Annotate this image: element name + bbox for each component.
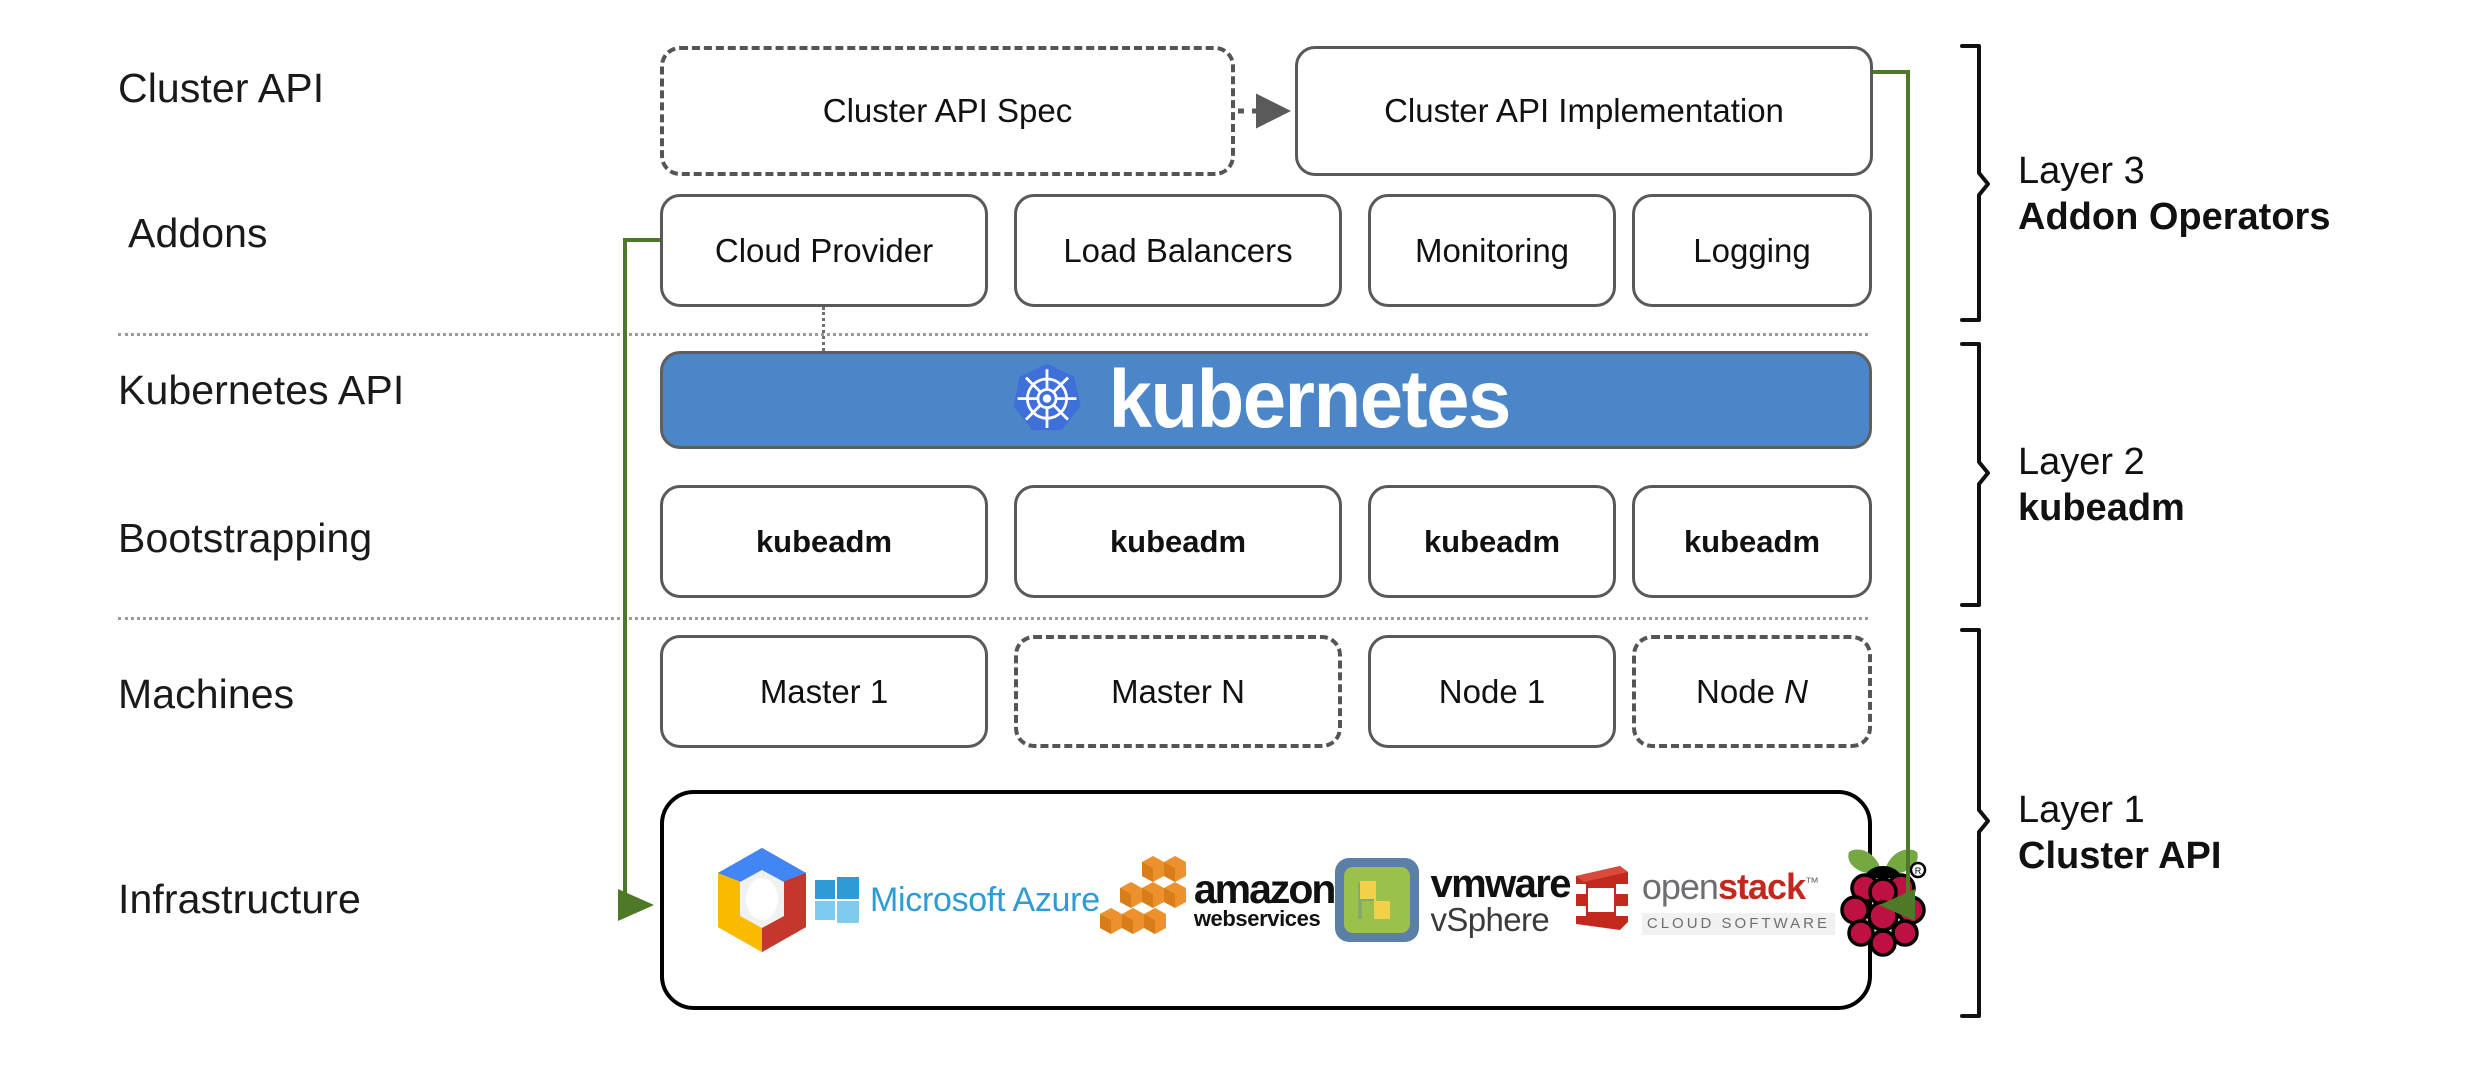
microsoft-azure-icon: Microsoft Azure: [814, 877, 1100, 923]
node-label: kubeadm: [1109, 523, 1247, 559]
node-label: Cluster API Implementation: [1384, 92, 1784, 130]
node-cloud-provider[interactable]: Cloud Provider: [660, 194, 988, 307]
node-kubeadm-4[interactable]: kubeadm: [1632, 485, 1872, 598]
openstack-open-label: open: [1641, 866, 1719, 908]
node-label: Node 1: [1438, 672, 1546, 710]
google-cloud-icon: [710, 844, 814, 956]
vmware-label: vmware: [1430, 861, 1571, 906]
node-logging[interactable]: Logging: [1632, 194, 1872, 307]
brace-layer-3: [1960, 44, 1990, 322]
svg-text:R: R: [1915, 866, 1922, 876]
node-label: Cloud Provider: [714, 231, 934, 269]
arrow-implementation-to-infrastructure: [1873, 70, 1915, 921]
kubernetes-banner[interactable]: kubernetes: [660, 351, 1872, 449]
node-cluster-api-spec[interactable]: Cluster API Spec: [660, 46, 1235, 176]
layer-2-line2: kubeadm: [2018, 487, 2185, 530]
node-label: Load Balancers: [1063, 231, 1293, 269]
layer-1-line2: Cluster API: [2018, 835, 2222, 878]
openstack-stack-label: stack: [1717, 866, 1806, 908]
node-master-1[interactable]: Master 1: [660, 635, 988, 748]
node-label: Monitoring: [1414, 231, 1570, 269]
node-label: kubeadm: [1683, 523, 1821, 559]
node-kubeadm-2[interactable]: kubeadm: [1014, 485, 1342, 598]
web-services-label: webservices: [1193, 906, 1321, 932]
node-label: Master 1: [759, 672, 889, 710]
amazon-web-services-icon: amazon webservices: [1099, 852, 1337, 948]
node-label: Cluster API Spec: [822, 92, 1073, 130]
node-kubeadm-3[interactable]: kubeadm: [1368, 485, 1616, 598]
kubernetes-wordmark: kubernetes: [1108, 354, 1511, 445]
row-label-bootstrapping: Bootstrapping: [118, 515, 373, 561]
microsoft-azure-label: Microsoft Azure: [870, 880, 1100, 919]
node-label: Node N: [1696, 672, 1808, 710]
node-kubeadm-1[interactable]: kubeadm: [660, 485, 988, 598]
layer-1-line1: Layer 1: [2018, 789, 2145, 831]
separator-layer2-layer1: [118, 617, 1868, 620]
layer-3-line2: Addon Operators: [2018, 196, 2331, 239]
node-label: Master N: [1111, 672, 1245, 710]
layer-caption-3: Layer 3 Addon Operators: [2018, 148, 2330, 241]
node-monitoring[interactable]: Monitoring: [1368, 194, 1616, 307]
node-node-1[interactable]: Node 1: [1368, 635, 1616, 748]
node-load-balancers[interactable]: Load Balancers: [1014, 194, 1342, 307]
separator-layer3-layer2: [118, 333, 1868, 336]
raspberry-pi-icon: R: [1835, 840, 1931, 960]
layer-caption-1: Layer 1 Cluster API: [2018, 787, 2221, 880]
row-label-infrastructure: Infrastructure: [118, 876, 361, 922]
amazon-label: amazon: [1193, 865, 1337, 912]
openstack-subtitle: CLOUD SOFTWARE: [1641, 912, 1835, 935]
vmware-vsphere-icon: vmware vSphere: [1334, 857, 1571, 943]
row-label-cluster-api: Cluster API: [118, 65, 325, 111]
row-label-addons: Addons: [128, 210, 268, 256]
node-label: kubeadm: [1423, 523, 1561, 559]
connector-cloud-provider-to-kubernetes: [822, 307, 825, 351]
row-label-kubernetes-api: Kubernetes API: [118, 367, 405, 413]
node-label: kubeadm: [755, 523, 893, 559]
brace-layer-2: [1960, 342, 1990, 607]
node-label: Logging: [1693, 231, 1811, 269]
row-label-machines: Machines: [118, 671, 295, 717]
layer-3-line1: Layer 3: [2018, 150, 2145, 192]
node-infrastructure[interactable]: Microsoft Azure amazon webservices: [660, 790, 1927, 1010]
trademark-icon: ™: [1805, 874, 1820, 891]
node-n-suffix: N: [1784, 672, 1808, 710]
openstack-icon: openstack™ CLOUD SOFTWARE: [1570, 864, 1835, 936]
brace-layer-1: [1960, 628, 1990, 1018]
arrow-cloud-provider-to-infrastructure: [618, 238, 660, 921]
node-master-n[interactable]: Master N: [1014, 635, 1342, 748]
vsphere-label: vSphere: [1430, 900, 1550, 938]
layer-2-line1: Layer 2: [2018, 441, 2145, 483]
node-node-n[interactable]: Node N: [1632, 635, 1872, 748]
kubernetes-helm-wheel-icon: [1012, 362, 1082, 438]
layer-caption-2: Layer 2 kubeadm: [2018, 439, 2185, 532]
node-cluster-api-implementation[interactable]: Cluster API Implementation: [1295, 46, 1873, 176]
